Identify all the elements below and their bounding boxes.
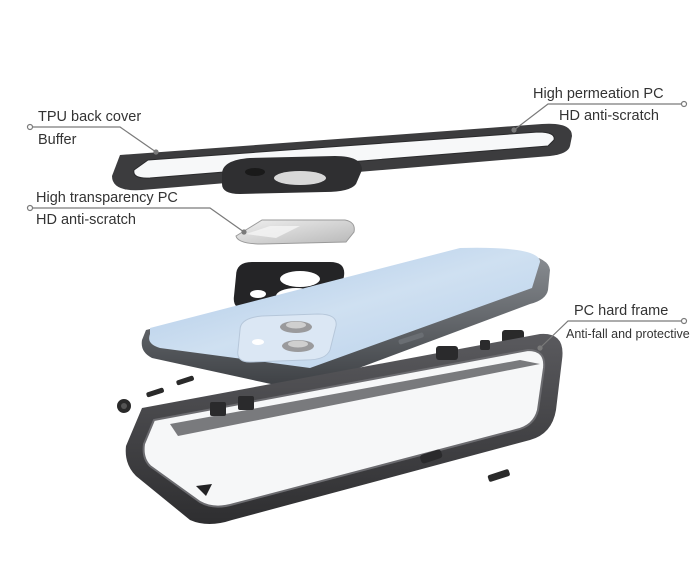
tpu-back-cover-title: TPU back cover: [38, 109, 142, 125]
pc-hard-frame: [125, 333, 563, 524]
phone-camera-bump: [237, 313, 337, 363]
top-frame-subtitle: HD anti-scratch: [559, 108, 659, 124]
camera-cutout-back-cover: [222, 156, 362, 194]
lens-cover-subtitle: HD anti-scratch: [36, 212, 136, 228]
lens-cover: [235, 219, 355, 245]
tpu-back-cover-subtitle: Buffer: [38, 132, 77, 148]
leader-lines: [26, 100, 688, 351]
tpu-back-cover: [112, 123, 572, 194]
hard-frame-subtitle: Anti-fall and protective: [566, 327, 690, 341]
lens-cover-title: High transparency PC: [36, 190, 178, 206]
phone: [141, 247, 550, 388]
top-frame-title: High permeation PC: [533, 86, 664, 102]
hard-frame-title: PC hard frame: [574, 303, 669, 319]
